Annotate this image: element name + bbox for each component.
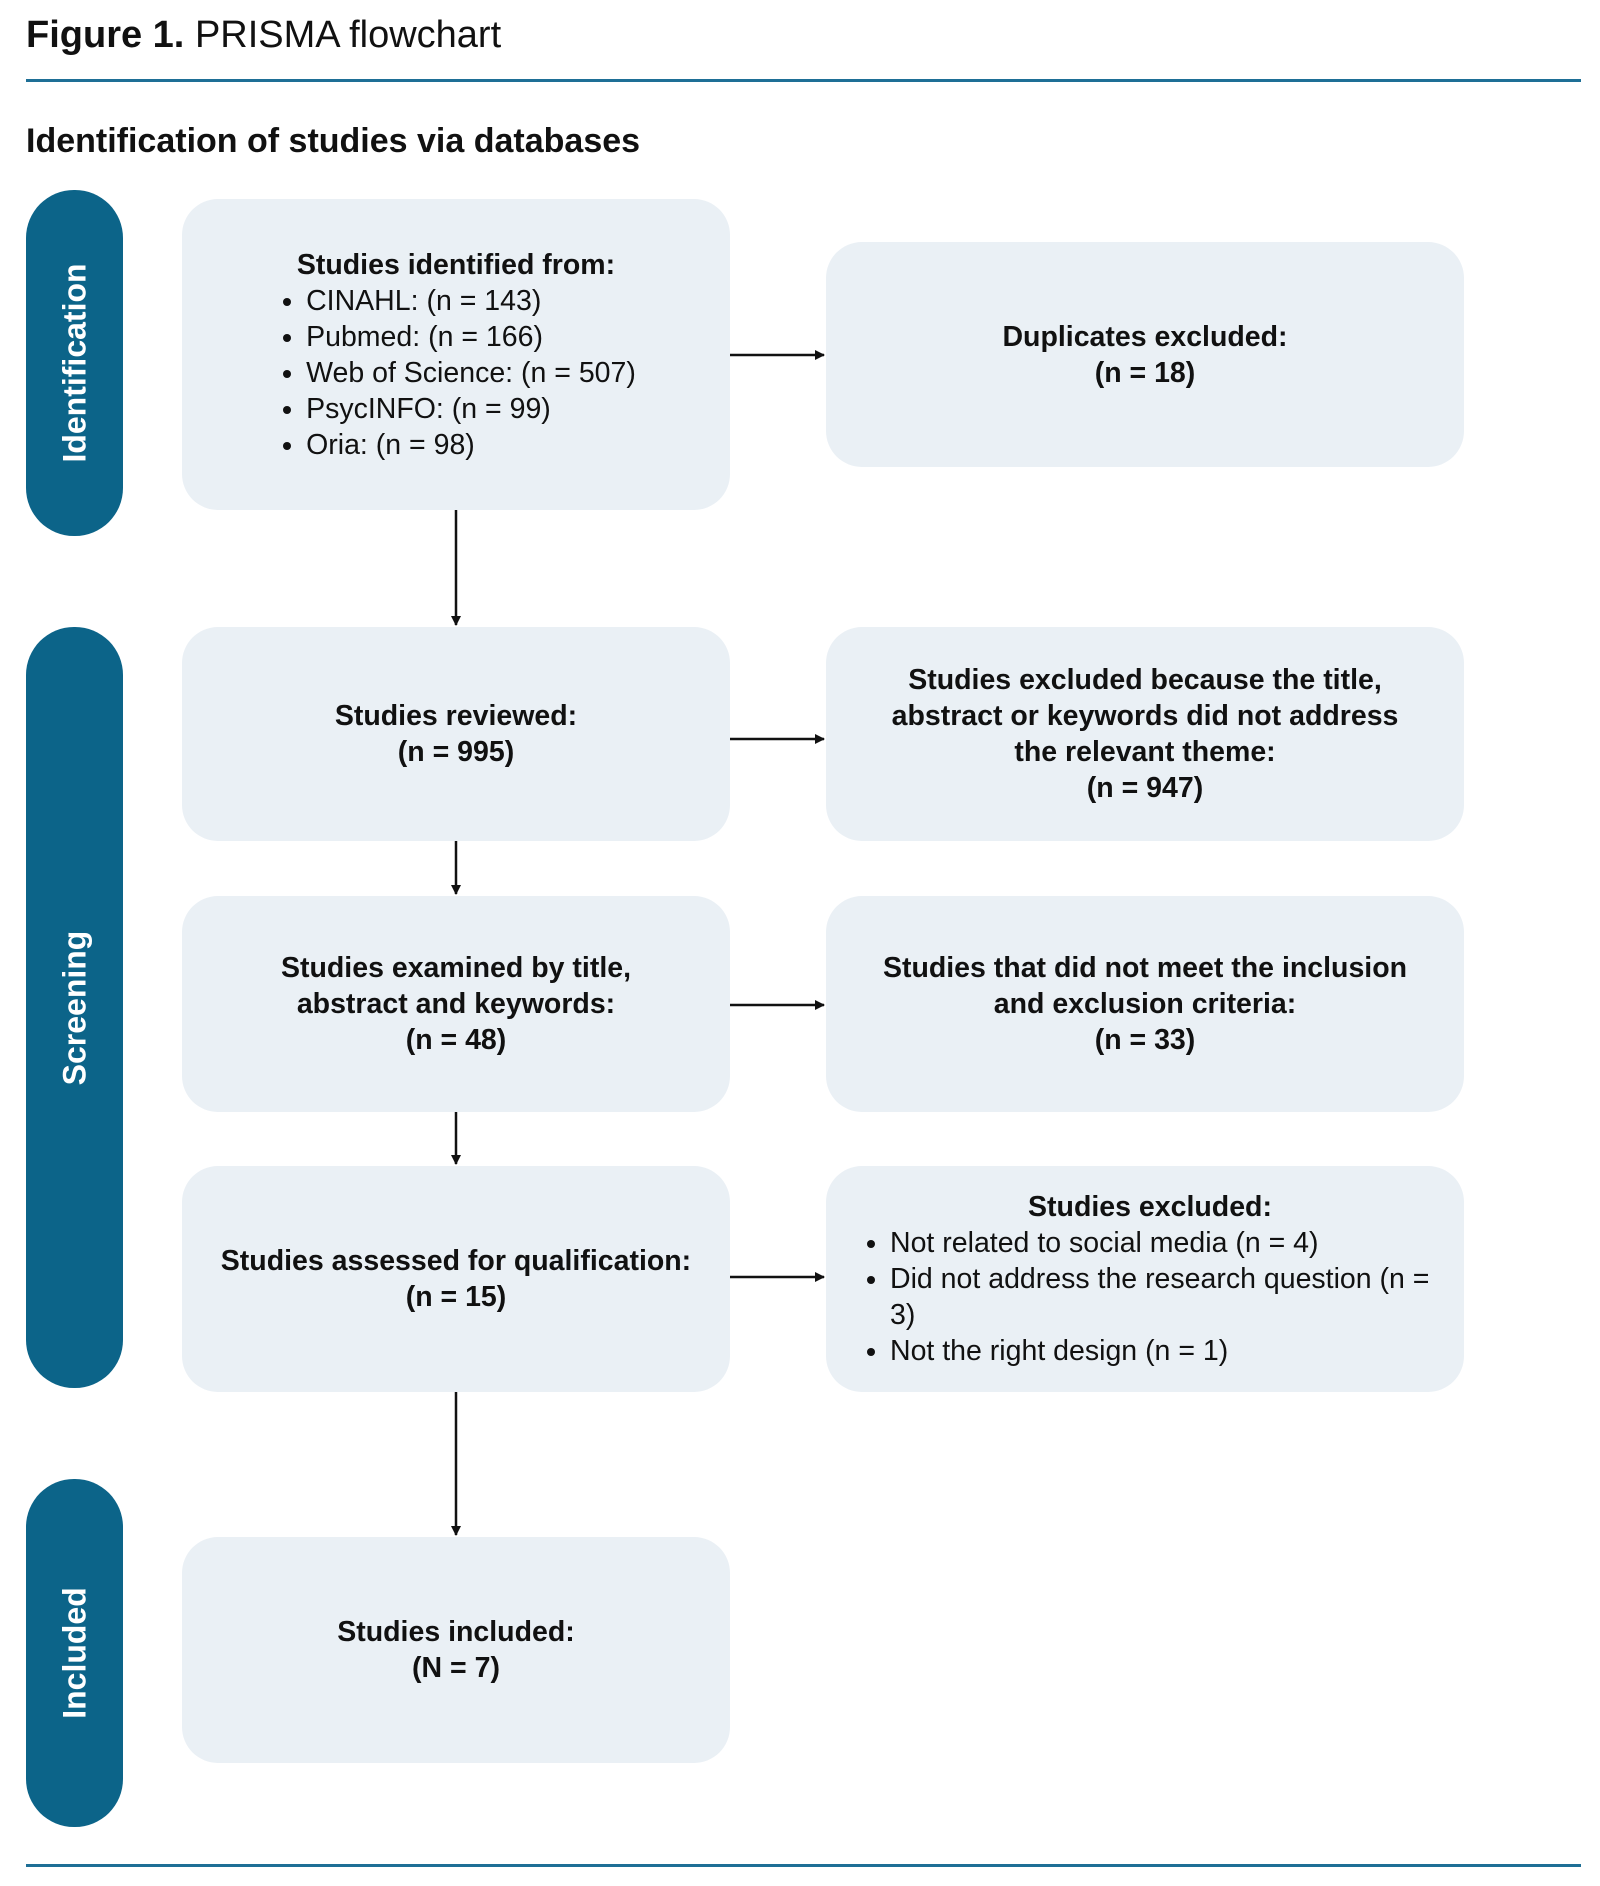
box-studies-identified-title: Studies identified from: <box>296 248 616 281</box>
source-item: PsycINFO: (n = 99) <box>306 391 636 427</box>
figure-number: Figure 1. <box>26 14 185 56</box>
box-duplicates-excluded-count: (n = 18) <box>1094 356 1196 389</box>
figure-title: PRISMA flowchart <box>194 14 502 56</box>
bottom-divider <box>26 1864 1581 1867</box>
source-item: Web of Science: (n = 507) <box>306 355 636 391</box>
box-excluded-title-abstract-line: Studies excluded because the title, <box>908 664 1382 696</box>
exclusion-reason-item: Did not address the research question (n… <box>890 1261 1440 1333</box>
box-not-meet-criteria-count: (n = 33) <box>1094 1024 1196 1056</box>
box-duplicates-excluded: Duplicates excluded: (n = 18) <box>826 242 1464 467</box>
stage-identification: Identification <box>26 190 123 536</box>
top-divider <box>26 79 1581 82</box>
box-excluded-title-abstract-count: (n = 947) <box>1086 772 1204 804</box>
box-studies-assessed: Studies assessed for qualification: (n =… <box>182 1166 730 1392</box>
box-studies-identified: Studies identified from: CINAHL: (n = 14… <box>182 199 730 510</box>
figure-caption: Figure 1. PRISMA flowchart <box>26 14 501 57</box>
exclusion-reason-list: Not related to social media (n = 4) Did … <box>860 1225 1440 1369</box>
box-studies-included-title: Studies included: <box>337 1616 575 1648</box>
box-studies-reviewed-count: (n = 995) <box>397 736 515 768</box>
box-studies-excluded-final-title: Studies excluded: <box>1028 1191 1272 1223</box>
box-studies-included-count: (N = 7) <box>412 1652 500 1684</box>
source-item: CINAHL: (n = 143) <box>306 283 636 319</box>
stage-screening: Screening <box>26 627 123 1388</box>
box-studies-examined-count: (n = 48) <box>405 1024 507 1056</box>
box-excluded-title-abstract: Studies excluded because the title, abst… <box>826 627 1464 841</box>
source-item: Pubmed: (n = 166) <box>306 319 636 355</box>
section-heading: Identification of studies via databases <box>26 122 641 160</box>
box-studies-assessed-count: (n = 15) <box>405 1281 507 1313</box>
box-studies-reviewed: Studies reviewed: (n = 995) <box>182 627 730 841</box>
exclusion-reason-item: Not the right design (n = 1) <box>890 1333 1440 1369</box>
box-studies-examined-line: Studies examined by title, <box>280 952 631 984</box>
box-excluded-title-abstract-line: abstract or keywords did not address <box>891 700 1399 732</box>
box-excluded-title-abstract-line: the relevant theme: <box>1014 736 1276 768</box>
box-studies-included: Studies included: (N = 7) <box>182 1537 730 1763</box>
box-not-meet-criteria-line: and exclusion criteria: <box>993 988 1297 1020</box>
box-duplicates-excluded-title: Duplicates excluded: <box>1002 320 1288 353</box>
exclusion-reason-item: Not related to social media (n = 4) <box>890 1225 1440 1261</box>
box-not-meet-criteria-line: Studies that did not meet the inclusion <box>882 952 1408 984</box>
box-studies-examined-line: abstract and keywords: <box>296 988 616 1020</box>
box-studies-reviewed-title: Studies reviewed: <box>334 700 578 732</box>
source-item: Oria: (n = 98) <box>306 427 636 463</box>
box-studies-assessed-title: Studies assessed for qualification: <box>220 1245 692 1277</box>
source-list: CINAHL: (n = 143) Pubmed: (n = 166) Web … <box>276 283 636 463</box>
box-studies-examined: Studies examined by title, abstract and … <box>182 896 730 1112</box>
stage-included: Included <box>26 1479 123 1827</box>
box-not-meet-criteria: Studies that did not meet the inclusion … <box>826 896 1464 1112</box>
box-studies-excluded-final: Studies excluded: Not related to social … <box>826 1166 1464 1392</box>
